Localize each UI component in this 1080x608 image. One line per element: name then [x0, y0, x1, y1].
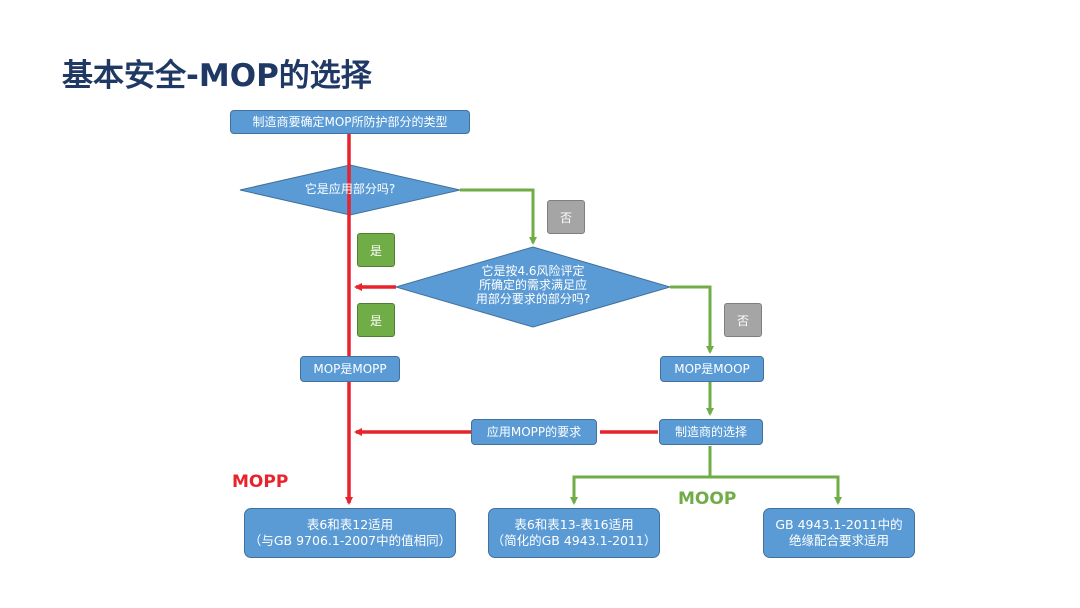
green-path-no1 [460, 188, 537, 245]
decision2-line2: 所确定的需求满足应 [478, 278, 587, 292]
moop-path-label: MOOP [678, 489, 737, 509]
yes-tag-2: 是 [357, 303, 395, 337]
mopp-is-box: MOP是MOPP [300, 356, 400, 382]
yes-tag-1: 是 [357, 233, 395, 267]
result3-line2: 绝缘配合要求适用 [788, 533, 889, 548]
decision2-label: 它是按4.6风险评定 所确定的需求满足应 用部分要求的部分吗? [453, 264, 613, 306]
decision1-label: 它是应用部分吗? [304, 182, 396, 196]
green-path-no2 [670, 285, 714, 354]
mopp-path-label: MOPP [232, 472, 289, 492]
no-tag-1: 否 [547, 200, 585, 234]
decision2-line1: 它是按4.6风险评定 [481, 264, 585, 278]
result-box-moop-table: 表6和表13-表16适用 （简化的GB 4943.1-2011） [488, 508, 660, 558]
result-box-mopp: 表6和表12适用 （与GB 9706.1-2007中的值相同） [244, 508, 456, 558]
decision2-line3: 用部分要求的部分吗? [475, 292, 591, 306]
result2-line1: 表6和表13-表16适用 [514, 517, 634, 532]
no-tag-2: 否 [724, 303, 762, 337]
result1-line2: （与GB 9706.1-2007中的值相同） [248, 533, 452, 548]
start-box: 制造商要确定MOP所防护部分的类型 [230, 110, 470, 134]
moop-is-box: MOP是MOOP [660, 356, 764, 382]
manufacturer-choice-box: 制造商的选择 [659, 419, 763, 445]
apply-mopp-box: 应用MOPP的要求 [471, 419, 597, 445]
result2-line2: （简化的GB 4943.1-2011） [491, 533, 657, 548]
page-title: 基本安全-MOP的选择 [62, 58, 372, 94]
result3-line1: GB 4943.1-2011中的 [775, 517, 903, 532]
result1-line1: 表6和表12适用 [306, 517, 394, 532]
result-box-moop-insulation: GB 4943.1-2011中的 绝缘配合要求适用 [763, 508, 915, 558]
